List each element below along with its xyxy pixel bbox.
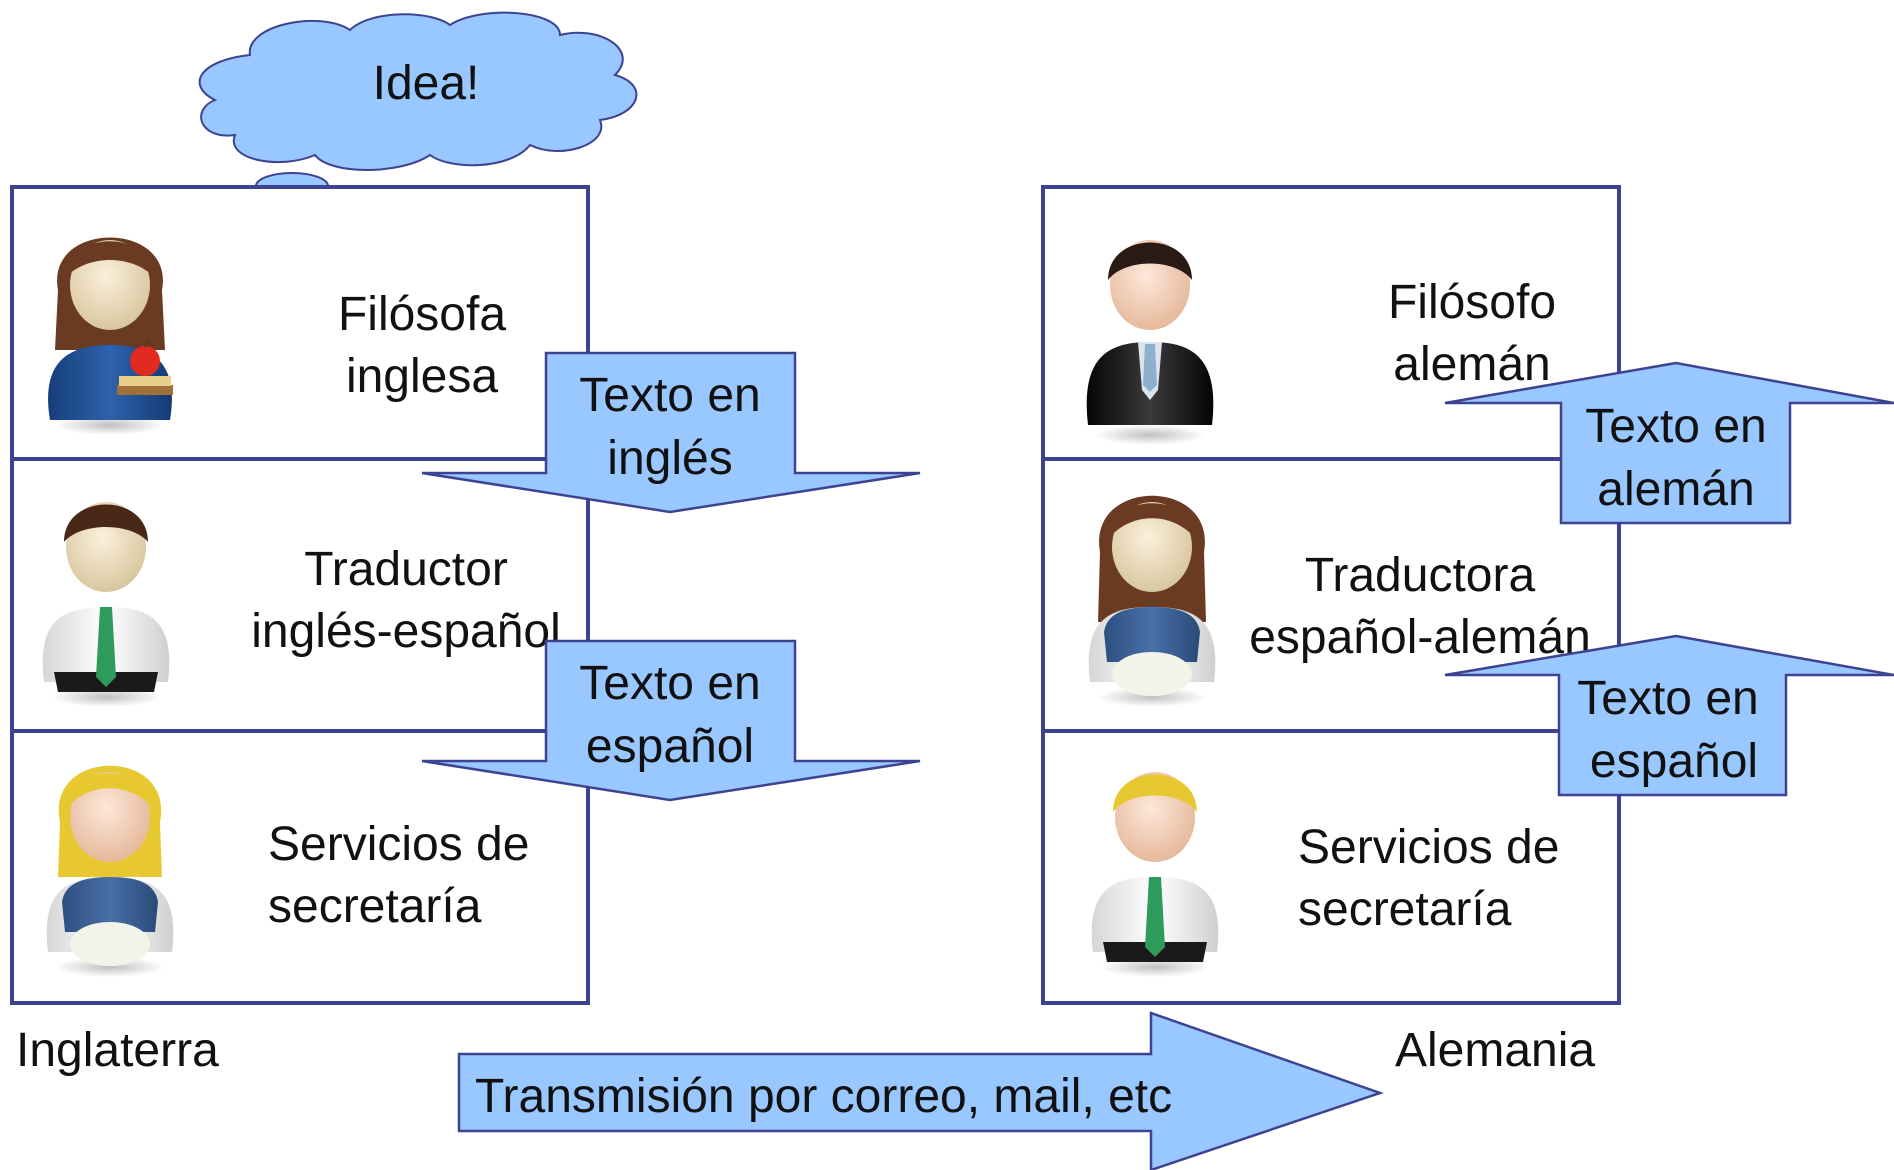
transmission-arrow-label: Transmisión por correo, mail, etc [475, 1070, 1172, 1123]
right-stack: Filósofo alemán Traductora español-alemá… [1041, 185, 1621, 1077]
right-row-1-line1: Filósofo [1388, 276, 1556, 329]
left-row-2-line2: inglés-español [251, 605, 561, 658]
left-row-3-line1: Servicios de [268, 818, 529, 871]
arrow-up-german: Texto en alemán [1444, 361, 1894, 525]
arrow-up-spanish-right-line2: español [1590, 735, 1758, 788]
right-row-2-line1: Traductora [1305, 549, 1536, 602]
arrow-down-spanish-left-shape [421, 639, 921, 802]
left-row-3-line2: secretaría [268, 880, 482, 933]
right-row-3-line1: Servicios de [1298, 821, 1559, 874]
arrow-down-english-line2: inglés [607, 432, 732, 485]
left-country-label: Inglaterra [16, 1024, 219, 1077]
arrow-up-spanish-right-shape [1444, 634, 1894, 797]
transmission-arrow: Transmisión por correo, mail, etc [457, 1011, 1384, 1170]
right-row-2-line2: español-alemán [1249, 611, 1591, 664]
left-stack: Filósofa inglesa Traductor inglés-españo… [10, 185, 590, 1077]
arrow-down-spanish-left: Texto en español [421, 639, 921, 802]
arrow-down-english: Texto en inglés [421, 351, 921, 514]
left-row-1-line1: Filósofa [338, 288, 506, 341]
arrow-up-spanish-right: Texto en español [1444, 634, 1894, 797]
left-row-1-line2: inglesa [346, 350, 498, 403]
arrow-down-spanish-left-line2: español [586, 720, 754, 773]
woman-teacher-icon [48, 237, 173, 435]
man-tie-icon [42, 502, 170, 707]
woman-brunette-icon [1088, 495, 1216, 707]
thought-bubble: Idea! [198, 11, 638, 251]
man-suit-icon [1086, 240, 1214, 445]
arrow-up-german-shape [1444, 361, 1894, 525]
arrow-down-spanish-left-line1: Texto en [579, 657, 760, 710]
right-row-1-line2: alemán [1393, 338, 1550, 391]
woman-blonde-icon [46, 765, 174, 977]
thought-cloud-shape [198, 11, 638, 171]
arrow-down-english-line1: Texto en [579, 369, 760, 422]
arrow-up-german-line1: Texto en [1585, 400, 1766, 453]
man-blonde-icon [1091, 772, 1219, 977]
right-row-3-line2: secretaría [1298, 883, 1512, 936]
left-row-2-line1: Traductor [304, 543, 508, 596]
arrow-up-german-line2: alemán [1597, 463, 1754, 516]
right-country-label: Alemania [1395, 1024, 1595, 1077]
transmission-arrow-shape [457, 1011, 1384, 1170]
arrow-down-english-shape [421, 351, 921, 514]
thought-text: Idea! [373, 57, 480, 110]
arrow-up-spanish-right-line1: Texto en [1577, 672, 1758, 725]
